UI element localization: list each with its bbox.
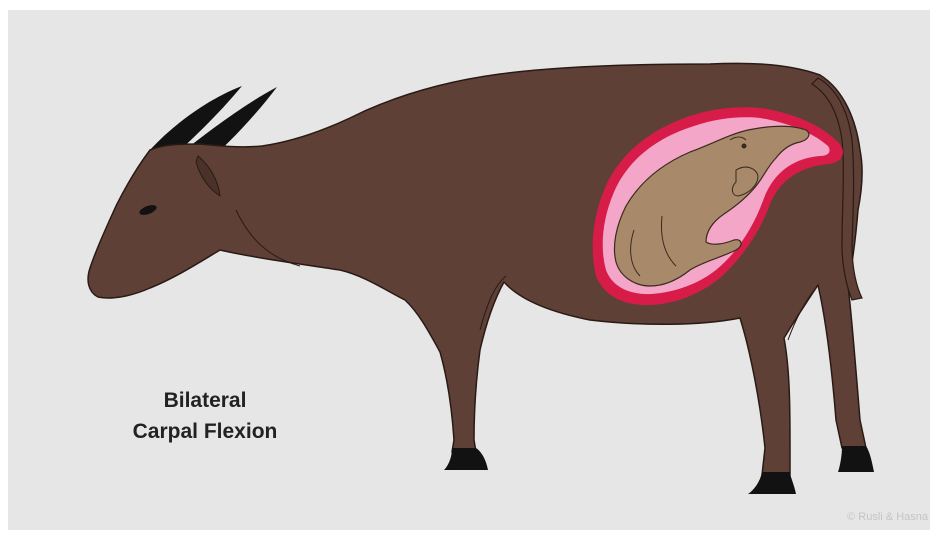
caption-line-2: Carpal Flexion xyxy=(110,416,300,447)
caption-line-1: Bilateral xyxy=(110,385,300,416)
copyright-credit: © Rusli & Hasna xyxy=(847,511,928,523)
hooves-icon xyxy=(444,446,874,494)
diagram-caption: Bilateral Carpal Flexion xyxy=(110,385,300,447)
